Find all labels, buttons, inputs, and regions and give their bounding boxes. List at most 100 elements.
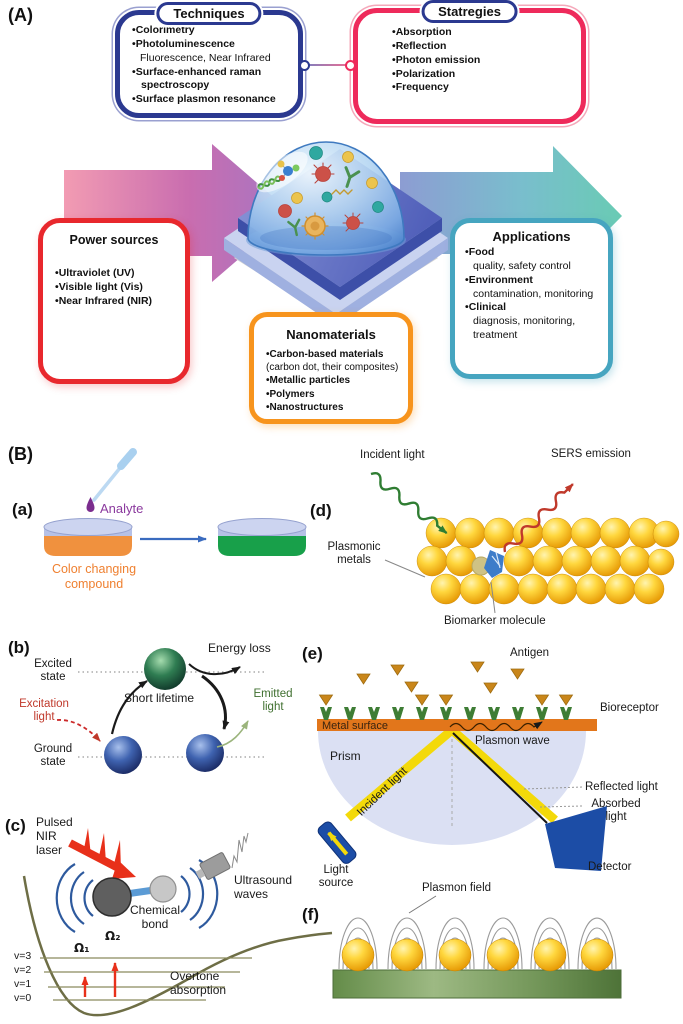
teal-sphere-icon bbox=[372, 201, 384, 213]
bioreceptor-row bbox=[320, 707, 572, 720]
antigen-label: Antigen bbox=[510, 647, 550, 659]
short-lifetime-label: Short lifetime bbox=[124, 691, 195, 705]
leader-line bbox=[408, 895, 437, 914]
list-item: Nanostructures bbox=[266, 401, 400, 414]
morse-potential-curve bbox=[22, 875, 333, 1017]
omega2-label: Ω₂ bbox=[105, 929, 121, 943]
excitation-light-label: Excitation light bbox=[19, 698, 69, 724]
plasmon-field-label: Plasmon field bbox=[422, 882, 492, 894]
analyte-label: Analyte bbox=[100, 501, 144, 516]
chemical-bond-label: Chemical bond bbox=[129, 903, 180, 931]
absorbed-light-label: Absorbed light bbox=[591, 798, 641, 824]
red-spiky-sphere-icon bbox=[311, 162, 335, 184]
metal-surface-label: Metal surface bbox=[322, 720, 389, 732]
light-source-label: Light source bbox=[318, 864, 354, 890]
bioreceptor-label: Bioreceptor bbox=[600, 702, 659, 714]
leader-line bbox=[523, 786, 583, 790]
metal-surface-bar bbox=[317, 719, 597, 731]
squiggle-strand-icon bbox=[331, 189, 353, 195]
fig-b-label: (b) bbox=[8, 638, 30, 657]
nanomaterials-box: Nanomaterials Carbon-based materials (ca… bbox=[249, 312, 413, 424]
list-item: Polarization bbox=[392, 68, 573, 82]
substrate-bar bbox=[332, 969, 622, 999]
list-item: Food bbox=[465, 246, 602, 260]
yellow-sphere-icon bbox=[366, 177, 378, 189]
sers-emission-label: SERS emission bbox=[551, 448, 631, 460]
list-item: Carbon-based materials bbox=[266, 348, 400, 361]
list-item: Reflection bbox=[392, 40, 573, 54]
ultrasound-waves-label: Ultrasound waves bbox=[234, 873, 293, 901]
leader-line bbox=[384, 559, 426, 578]
molecule-cluster-icon bbox=[277, 160, 300, 181]
plasmon-field-diagram bbox=[332, 895, 622, 999]
sers-emission-wave bbox=[503, 483, 574, 553]
connector-node bbox=[345, 60, 356, 71]
leader-line bbox=[539, 805, 583, 808]
nanomaterials-title: Nanomaterials bbox=[286, 327, 376, 342]
antibody-icon bbox=[287, 218, 301, 237]
ground-state-label: Ground state bbox=[33, 743, 73, 769]
pulsed-nir-laser-label: Pulsed NIR laser bbox=[36, 815, 73, 857]
list-item: Frequency bbox=[392, 81, 573, 95]
yellow-sphere-icon bbox=[342, 151, 354, 163]
box-connector-line bbox=[304, 64, 350, 66]
connector-node bbox=[299, 60, 310, 71]
ultrasound-transducer-icon bbox=[195, 832, 249, 880]
dish-after bbox=[217, 518, 307, 556]
cell-icon bbox=[301, 212, 329, 240]
antibody-icon bbox=[344, 166, 361, 188]
energy-loss-label: Energy loss bbox=[208, 641, 271, 655]
leader-line bbox=[490, 581, 496, 614]
level-label-v2: v=2 bbox=[14, 964, 32, 976]
fig-c-label: (c) bbox=[5, 816, 26, 835]
list-item: Polymers bbox=[266, 388, 400, 401]
list-item: Surface-enhanced raman spectroscopy bbox=[132, 66, 290, 94]
red-sphere-icon bbox=[278, 204, 292, 218]
strategies-title-pill: Statregies bbox=[421, 0, 518, 23]
level-label-v0: v=0 bbox=[14, 992, 32, 1004]
level-label-v3: v=3 bbox=[14, 950, 32, 962]
excited-state-label: Excited state bbox=[34, 658, 72, 684]
fig-d-label: (d) bbox=[310, 501, 332, 520]
reflected-beam bbox=[449, 726, 558, 824]
compound-label: Color changing compound bbox=[51, 562, 137, 591]
list-subitem: Fluorescence, Near Infrared bbox=[140, 51, 271, 64]
list-subitem: contamination, monitoring bbox=[473, 287, 594, 300]
list-item: Colorimetry bbox=[132, 24, 290, 38]
power-sources-box: Power sources Ultraviolet (UV) Visible l… bbox=[38, 218, 190, 384]
panel-b-label: (B) bbox=[8, 444, 33, 464]
molecule-icons bbox=[257, 146, 384, 240]
list-item: Photon emission bbox=[392, 54, 573, 68]
strategies-box: Statregies Absorption Reflection Photon … bbox=[353, 0, 586, 124]
ground-particle-icon bbox=[186, 734, 224, 772]
emitted-light-label: Emitted light bbox=[253, 688, 293, 714]
list-item: Environment bbox=[465, 274, 602, 288]
pipette-icon bbox=[92, 448, 137, 502]
light-source-icon bbox=[317, 821, 357, 864]
absorbed-beam bbox=[452, 732, 548, 824]
spr-diagram bbox=[317, 661, 607, 871]
fig-f-label: (f) bbox=[302, 905, 319, 924]
list-item: Visible light (Vis) bbox=[55, 281, 177, 295]
yellow-sphere-icon bbox=[291, 192, 303, 204]
reflected-light-label: Reflected light bbox=[585, 781, 658, 793]
dna-icon bbox=[257, 175, 282, 190]
biomarker-molecule-label: Biomarker molecule bbox=[444, 615, 546, 627]
list-item: Photoluminescence bbox=[132, 38, 290, 52]
antigen-icons bbox=[318, 661, 574, 706]
list-item: Near Infrared (NIR) bbox=[55, 295, 177, 309]
overtone-absorption-label: Overtone absorption bbox=[170, 969, 227, 997]
analyte-drop-icon bbox=[86, 497, 95, 512]
dish-before bbox=[43, 518, 133, 556]
list-subitem: diagnosis, monitoring, treatment bbox=[473, 315, 576, 342]
fig-e-label: (e) bbox=[302, 644, 323, 663]
ground-particle-icon bbox=[104, 736, 142, 774]
prism-label: Prism bbox=[330, 749, 361, 763]
list-item: Absorption bbox=[392, 26, 573, 40]
level-label-v1: v=1 bbox=[14, 978, 32, 990]
red-spiky-sphere-icon bbox=[342, 212, 364, 232]
teal-sphere-icon bbox=[321, 191, 333, 203]
list-item: Metallic particles bbox=[266, 374, 400, 387]
detector-icon bbox=[545, 806, 607, 871]
